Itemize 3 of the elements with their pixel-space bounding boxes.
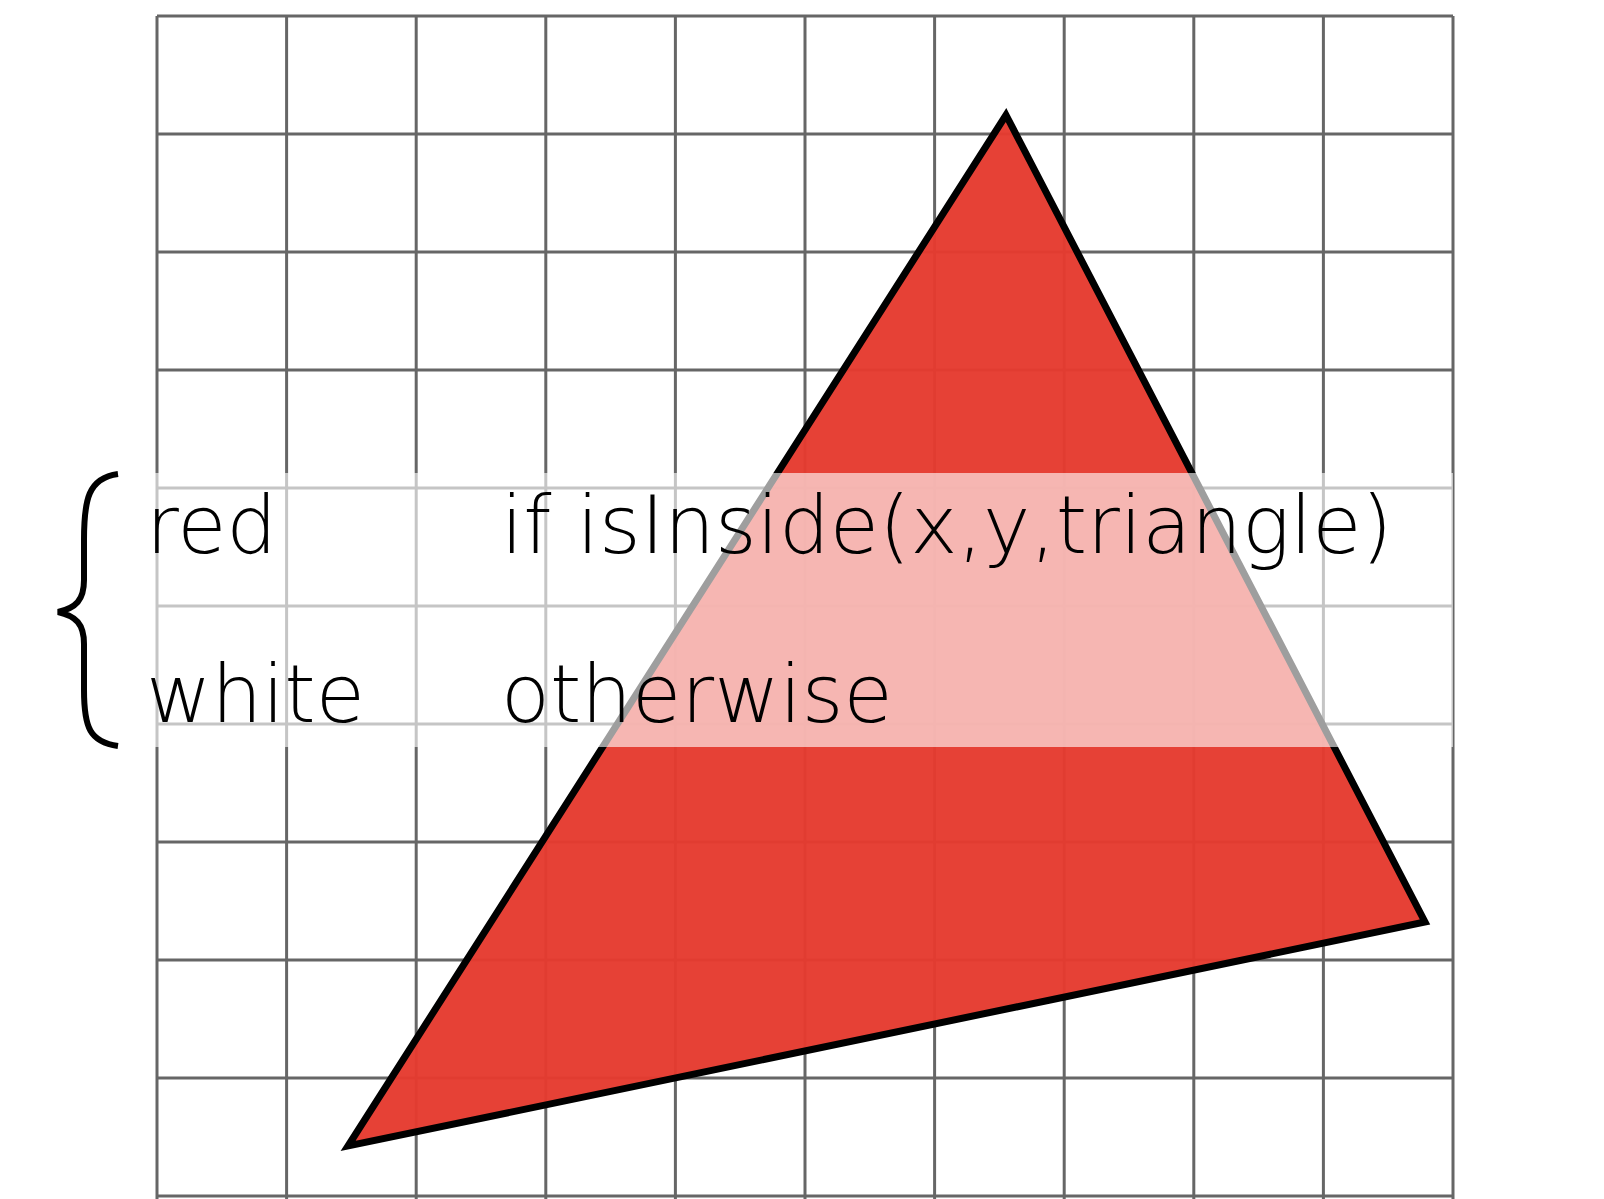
formula-value: white <box>146 655 365 735</box>
formula-condition: otherwise <box>501 655 893 735</box>
formula-value: red <box>146 486 278 566</box>
